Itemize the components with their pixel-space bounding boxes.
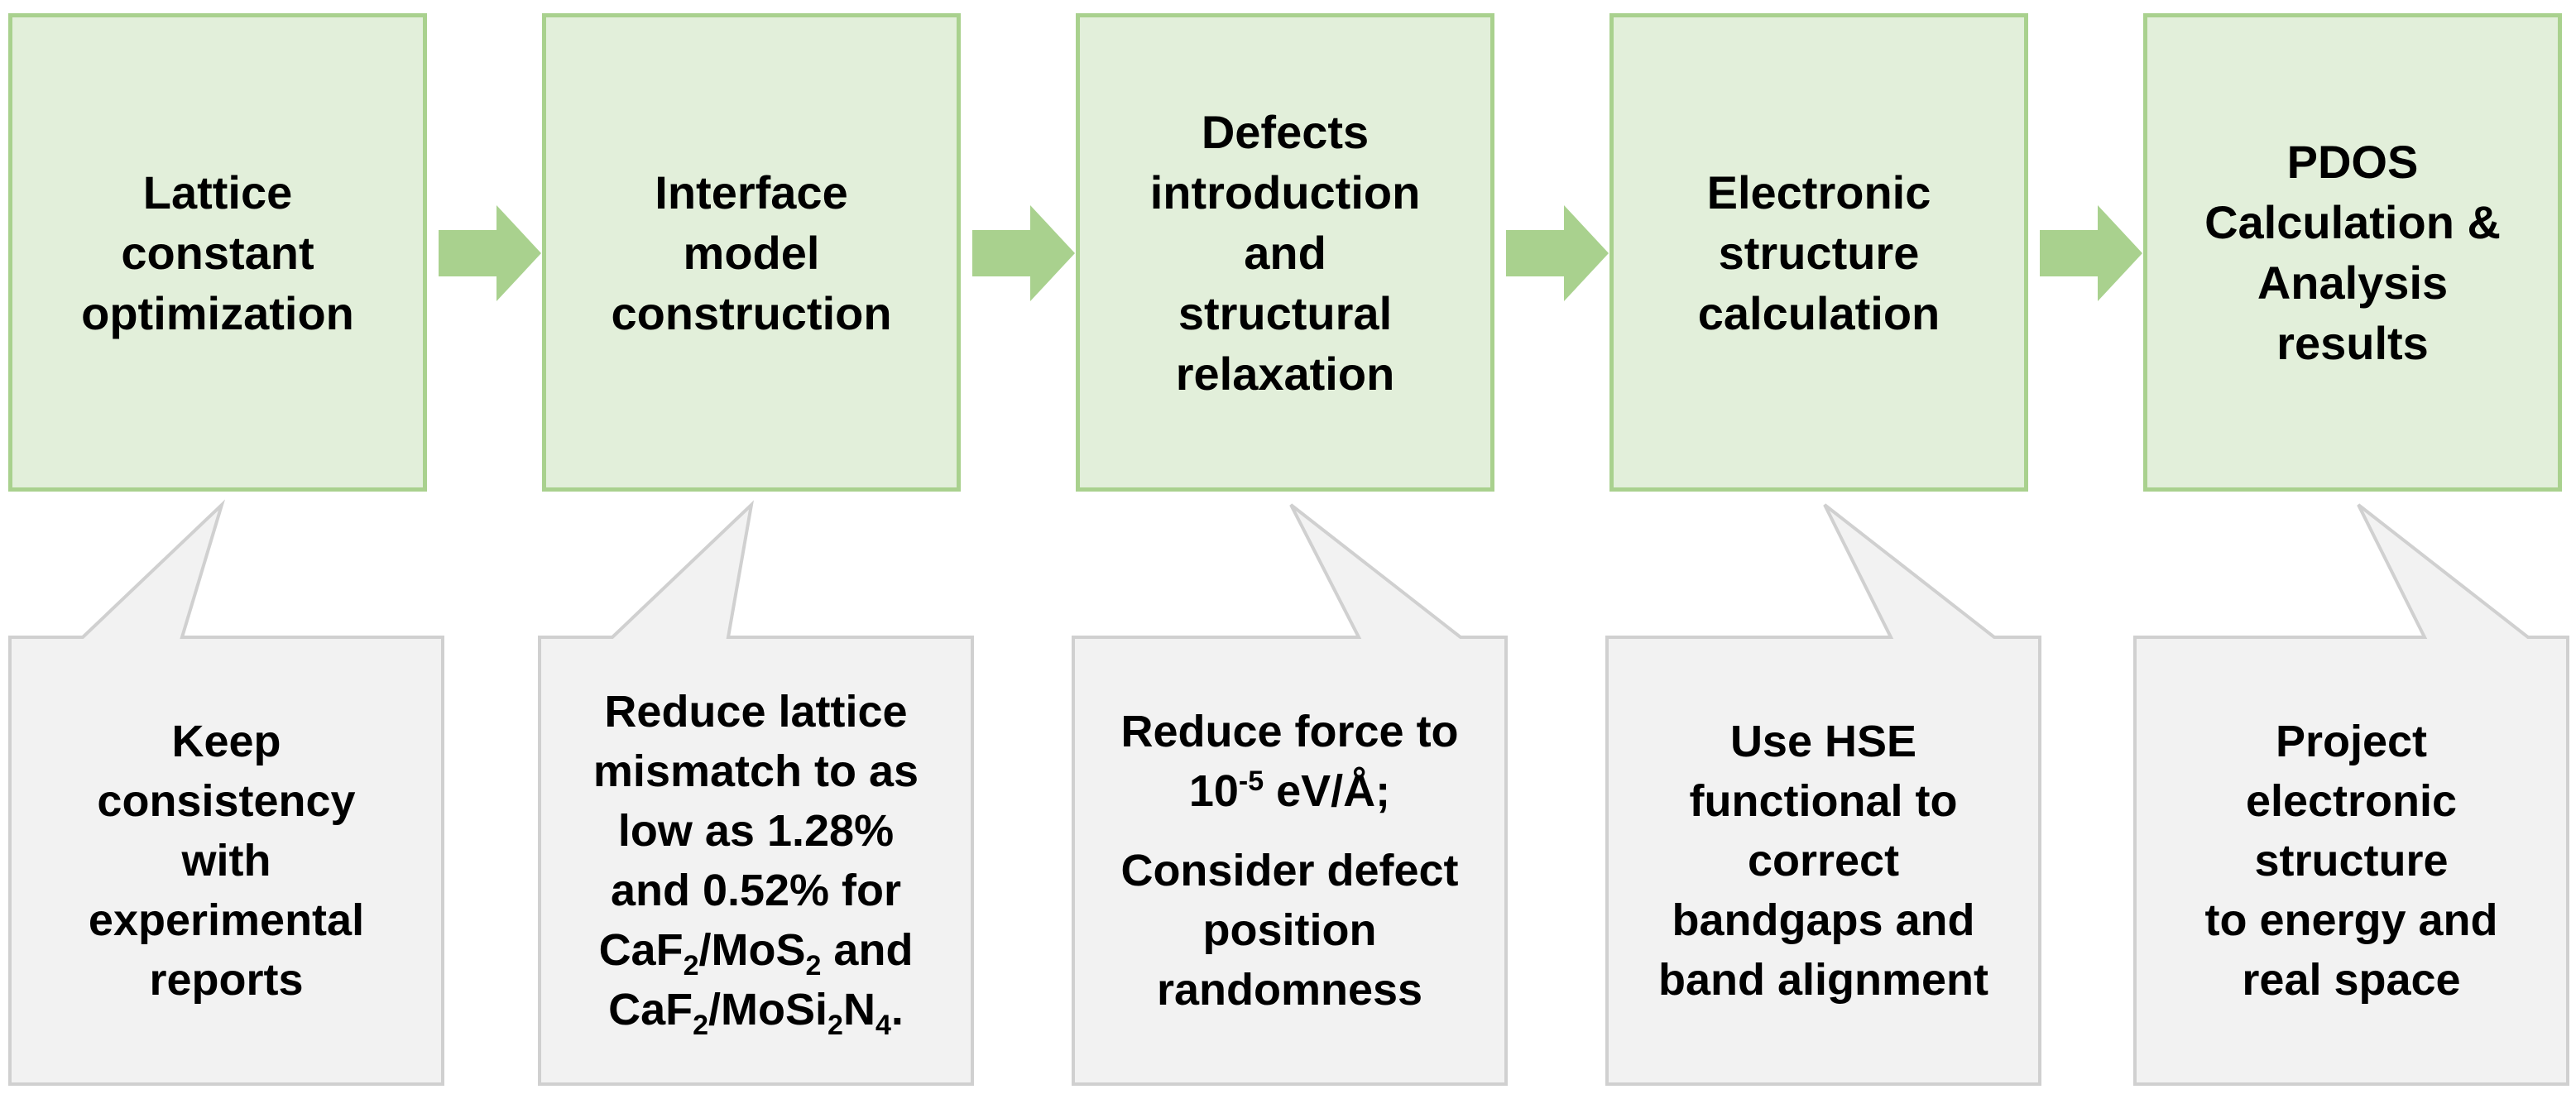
step-label-line: constant <box>121 226 314 279</box>
note-line: Project <box>2275 717 2428 766</box>
note-line: bandgaps and <box>1672 895 1975 945</box>
callout-bubble <box>538 500 974 1086</box>
step-label-line: Calculation & <box>2204 196 2501 248</box>
note-line: position <box>1202 905 1377 955</box>
note-line: mismatch to as <box>592 746 919 796</box>
arrow-right-icon <box>972 205 1075 301</box>
note-line: randomness <box>1156 965 1423 1015</box>
step-interface-model: Interface model construction <box>542 13 961 492</box>
step-label-line: structure <box>1718 226 1920 279</box>
note-line: and 0.52% for <box>610 866 902 915</box>
note-line: real space <box>2242 955 2461 1005</box>
arrow-right-icon <box>1506 205 1609 301</box>
note-line: to energy and <box>2204 895 2498 945</box>
step-lattice-optimization: Lattice constant optimization <box>8 13 427 492</box>
note-line: band alignment <box>1657 955 1988 1005</box>
note-line: Reduce lattice <box>604 687 908 737</box>
note-line: correct <box>1747 836 1900 885</box>
note-line: electronic <box>2245 776 2458 826</box>
step-label-line: Analysis <box>2257 257 2449 309</box>
note-line: experimental <box>88 895 365 945</box>
note-lattice: Keep consistency with experimental repor… <box>10 637 443 1084</box>
arrow-right-icon <box>2040 205 2142 301</box>
step-label-line: Lattice <box>142 166 293 218</box>
note-interface: Reduce lattice mismatch to as low as 1.2… <box>540 637 972 1084</box>
step-label-line: model <box>683 226 820 279</box>
note-line: structure <box>2254 836 2449 885</box>
note-force-line: 10-5 eV/Å; <box>1188 765 1391 816</box>
step-label-line: and <box>1244 226 1326 279</box>
note-formula-line: CaF2/MoS2 and <box>598 925 914 981</box>
step-label-line: Electronic <box>1706 166 1931 218</box>
note-formula-line: CaF2/MoSi2N4. <box>608 985 904 1041</box>
step-label-line: construction <box>611 286 892 339</box>
callout-bubble <box>1072 503 1508 1086</box>
note-electronic: Use HSE functional to correct bandgaps a… <box>1607 637 2040 1084</box>
note-line: low as 1.28% <box>617 806 895 856</box>
step-label-line: optimization <box>81 286 354 339</box>
step-label-line: Interface <box>655 166 848 218</box>
step-label-line: results <box>2276 317 2429 369</box>
note-line: consistency <box>97 776 356 826</box>
note-defects: Reduce force to 10-5 eV/Å; Consider defe… <box>1073 637 1506 1084</box>
step-label-line: calculation <box>1697 286 1940 339</box>
note-line: functional to <box>1689 776 1958 826</box>
arrow-right-icon <box>439 205 541 301</box>
step-label-line: Defects <box>1201 105 1370 158</box>
step-label-line: structural <box>1178 286 1393 339</box>
note-line: Use HSE <box>1729 717 1917 766</box>
callout-bubble <box>2133 503 2569 1086</box>
step-electronic-structure: Electronic structure calculation <box>1609 13 2028 492</box>
note-line: reports <box>149 955 304 1005</box>
callout-bubble <box>1605 503 2041 1086</box>
note-line: Keep <box>171 717 281 766</box>
note-line: Reduce force to <box>1120 707 1459 756</box>
step-label-line: introduction <box>1149 166 1421 218</box>
step-defects-relaxation: Defects introduction and structural rela… <box>1076 13 1494 492</box>
step-pdos-analysis: PDOS Calculation & Analysis results <box>2143 13 2562 492</box>
note-pdos: Project electronic structure to energy a… <box>2135 637 2568 1084</box>
step-label-line: relaxation <box>1175 347 1395 400</box>
note-line: Consider defect <box>1120 846 1459 895</box>
note-line: with <box>181 836 271 885</box>
step-label-line: PDOS <box>2286 136 2419 188</box>
callout-bubble <box>8 499 444 1086</box>
